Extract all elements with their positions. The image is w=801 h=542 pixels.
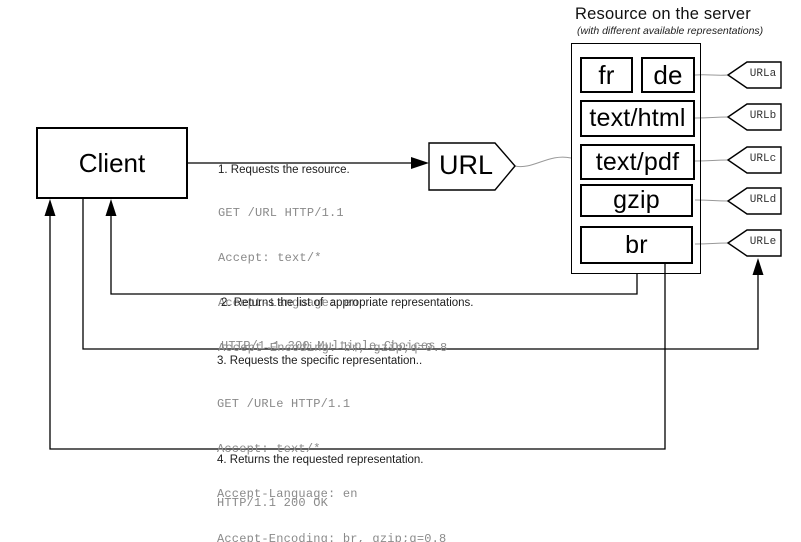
urlb-tag-shape (726, 103, 782, 131)
http-line: Accept: text/* (217, 442, 321, 456)
representation-de-label: de (653, 59, 683, 90)
http-line: GET /URLe HTTP/1.1 (217, 397, 351, 411)
http-line: Accept-Language: en (217, 487, 358, 501)
urlc-tag-label: URLc (749, 153, 777, 165)
url-node-shape (428, 142, 516, 191)
http-line: Accept-Encoding: br, gzip;q=0.8 (218, 341, 448, 355)
server-title: Resource on the server (575, 5, 751, 23)
representation-br-label: br (625, 230, 648, 259)
representation-br: br (580, 226, 693, 264)
urlc-tag-shape (726, 146, 782, 174)
server-subtitle: (with different available representation… (577, 25, 764, 37)
step4-response-arrow (44, 199, 666, 450)
gzip-to-urld-connector (694, 199, 729, 202)
server-box (571, 43, 701, 274)
urld-tag-shape (726, 187, 782, 215)
client-box: Client (36, 127, 188, 199)
representation-gzip: gzip (580, 184, 693, 217)
url-node-label: URL (438, 150, 493, 180)
urle-tag-label: URLe (749, 236, 777, 248)
url-to-server-connector (514, 156, 572, 168)
de-to-urla-connector (694, 74, 729, 76)
html-to-urlb-connector (694, 116, 729, 119)
representation-text-html-label: text/html (589, 104, 686, 132)
representation-text-pdf: text/pdf (580, 144, 695, 180)
step3-request-arrow (82, 199, 764, 350)
step1-request-arrow (188, 157, 429, 169)
representation-de: de (641, 57, 695, 93)
br-to-urle-connector (694, 242, 729, 245)
step3-http-lines: GET /URLe HTTP/1.1 Accept: text/* Accept… (217, 367, 446, 542)
pdf-to-urlc-connector (694, 159, 729, 162)
step2-response-arrow (105, 199, 638, 295)
http-line: GET /URL HTTP/1.1 (218, 206, 344, 220)
step2-label: 2. Returns the list of appropriate repre… (221, 297, 474, 309)
step1-label: 1. Requests the resource. (218, 164, 350, 176)
http-line: HTTP/1.1 200 OK (217, 496, 329, 510)
urlb-tag-label: URLb (749, 110, 777, 122)
client-label: Client (78, 147, 146, 178)
http-line: Accept-Encoding: br, gzip;q=0.8 (217, 532, 447, 542)
step4-label: 4. Returns the requested representation. (217, 454, 424, 466)
http-line: HTTP/1.1 300 Multiple Choices (221, 339, 436, 353)
step1-http-lines: GET /URL HTTP/1.1 Accept: text/* Accept-… (218, 176, 447, 386)
representation-text-pdf-label: text/pdf (595, 147, 680, 176)
http-line: Accept-Language: en (218, 296, 359, 310)
http-line: Accept: text/* (218, 251, 322, 265)
step4-http-lines: HTTP/1.1 200 OK Content-Location: /URLe … (217, 466, 387, 542)
representation-text-html: text/html (580, 100, 695, 137)
representation-gzip-label: gzip (613, 186, 660, 214)
step2-http-lines: HTTP/1.1 300 Multiple Choices (221, 309, 436, 384)
step3-label: 3. Requests the specific representation.… (217, 355, 423, 367)
urla-tag-label: URLa (749, 68, 777, 80)
urla-tag-shape (726, 61, 782, 89)
representation-fr-label: fr (598, 59, 615, 90)
representation-fr: fr (580, 57, 633, 93)
urld-tag-label: URLd (749, 194, 777, 206)
urle-tag-shape (726, 229, 782, 257)
